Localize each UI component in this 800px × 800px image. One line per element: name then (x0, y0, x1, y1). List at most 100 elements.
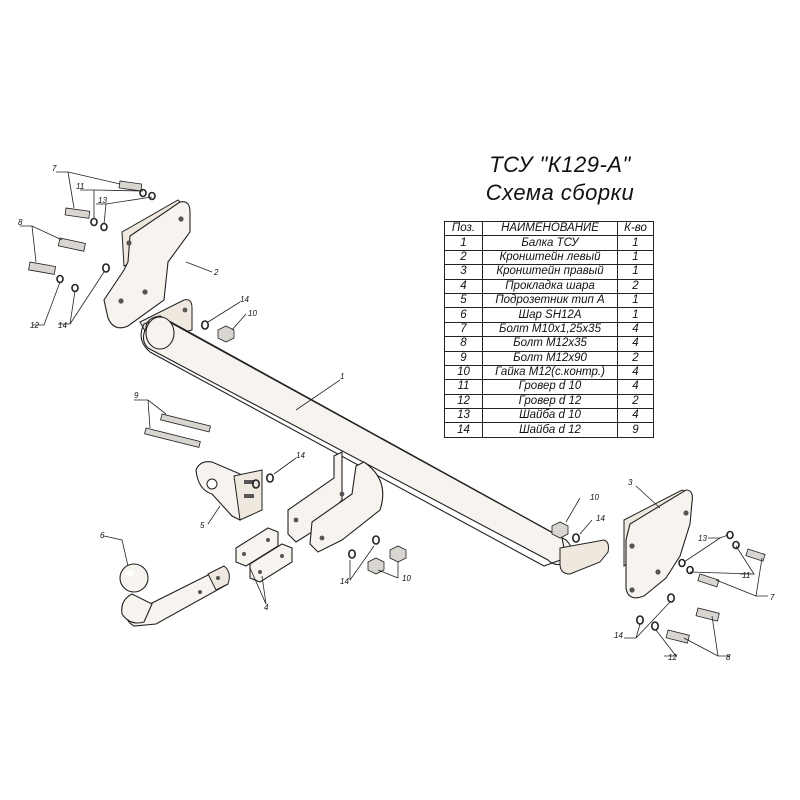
callout-14-socket: 14 (296, 451, 305, 460)
row-qty: 1 (617, 235, 654, 251)
row-qty: 2 (617, 393, 654, 410)
callout-11-left: 11 (76, 182, 84, 191)
callout-14-right: 14 (614, 631, 623, 640)
callout-7-left: 7 (52, 164, 57, 173)
callout-4: 4 (264, 603, 269, 612)
spacers (235, 527, 293, 583)
callout-13-left: 13 (98, 196, 107, 205)
row-pos: 10 (444, 364, 483, 381)
bolts-m12x90 (144, 413, 211, 448)
callout-14-upper: 14 (240, 295, 249, 304)
row-pos: 4 (444, 278, 483, 294)
row-name: Болт М12х35 (482, 336, 618, 352)
beam-lower-plates (287, 451, 384, 553)
row-pos: 7 (444, 321, 483, 338)
callout-13-right: 13 (698, 534, 707, 543)
callout-12-right: 12 (668, 653, 677, 662)
row-pos: 5 (444, 292, 483, 309)
callout-7-right: 7 (770, 593, 775, 602)
callout-14-lower: 14 (340, 577, 349, 586)
callout-14-left: 14 (58, 321, 67, 330)
header-qty: К-во (617, 220, 654, 237)
bolts-left (28, 180, 143, 275)
row-pos: 6 (444, 307, 483, 323)
row-qty: 4 (617, 321, 654, 338)
row-qty: 2 (617, 350, 654, 366)
parts-table-header: Поз. НАИМЕНОВАНИЕ К-во (444, 220, 654, 237)
callout-14-right-nut: 14 (596, 514, 605, 523)
row-name: Болт М12х90 (482, 350, 618, 366)
socket-plate (195, 461, 263, 521)
washers-nuts (56, 188, 740, 631)
beam (139, 299, 609, 575)
row-name: Прокладка шара (482, 278, 618, 294)
row-pos: 2 (444, 249, 483, 266)
callout-12-left: 12 (30, 321, 39, 330)
row-pos: 14 (444, 422, 483, 438)
row-name: Подрозетник тип А (482, 292, 618, 309)
row-pos: 11 (444, 379, 483, 395)
row-qty: 4 (617, 408, 654, 424)
row-name: Балка ТСУ (482, 235, 618, 251)
callout-6: 6 (100, 531, 105, 540)
row-name: Кронштейн левый (482, 249, 618, 266)
leader-lines (20, 171, 768, 657)
row-pos: 8 (444, 336, 483, 352)
row-qty: 1 (617, 307, 654, 323)
row-name: Болт М10х1,25х35 (482, 321, 618, 338)
row-name: Кронштейн правый (482, 264, 618, 280)
callout-labels: 7 11 13 8 12 14 2 14 10 1 9 14 5 6 4 10 … (18, 164, 775, 662)
row-qty: 1 (617, 249, 654, 266)
tow-ball (119, 563, 230, 627)
callout-1: 1 (340, 372, 344, 381)
callout-8-right: 8 (726, 653, 731, 662)
callout-8-left: 8 (18, 218, 23, 227)
row-name: Шар SH12A (482, 307, 618, 323)
row-name: Гровер d 12 (482, 393, 618, 410)
row-qty: 1 (617, 292, 654, 309)
row-qty: 4 (617, 336, 654, 352)
header-pos: Поз. (444, 220, 483, 237)
row-pos: 9 (444, 350, 483, 366)
row-name: Шайба d 12 (482, 422, 618, 438)
left-bracket (103, 199, 191, 329)
drawing-title: ТСУ "К129-А" (489, 152, 631, 177)
row-pos: 13 (444, 408, 483, 424)
row-qty: 4 (617, 379, 654, 395)
callout-11-right: 11 (742, 571, 750, 580)
row-qty: 4 (617, 364, 654, 381)
callout-2: 2 (213, 268, 219, 277)
row-qty: 1 (617, 264, 654, 280)
row-pos: 3 (444, 264, 483, 280)
row-name: Гайка М12(с.контр.) (482, 364, 618, 381)
row-qty: 9 (617, 422, 654, 438)
row-pos: 1 (444, 235, 483, 251)
row-name: Гровер d 10 (482, 379, 618, 395)
callout-5: 5 (200, 521, 205, 530)
callout-10-lower: 10 (402, 574, 411, 583)
callout-3: 3 (628, 478, 633, 487)
callout-10-right: 10 (590, 493, 599, 502)
row-pos: 12 (444, 393, 483, 410)
drawing-subtitle: Схема сборки (485, 180, 635, 205)
bolts-right (665, 548, 766, 644)
callout-10-upper: 10 (248, 309, 257, 318)
header-name: НАИМЕНОВАНИЕ (482, 220, 618, 237)
